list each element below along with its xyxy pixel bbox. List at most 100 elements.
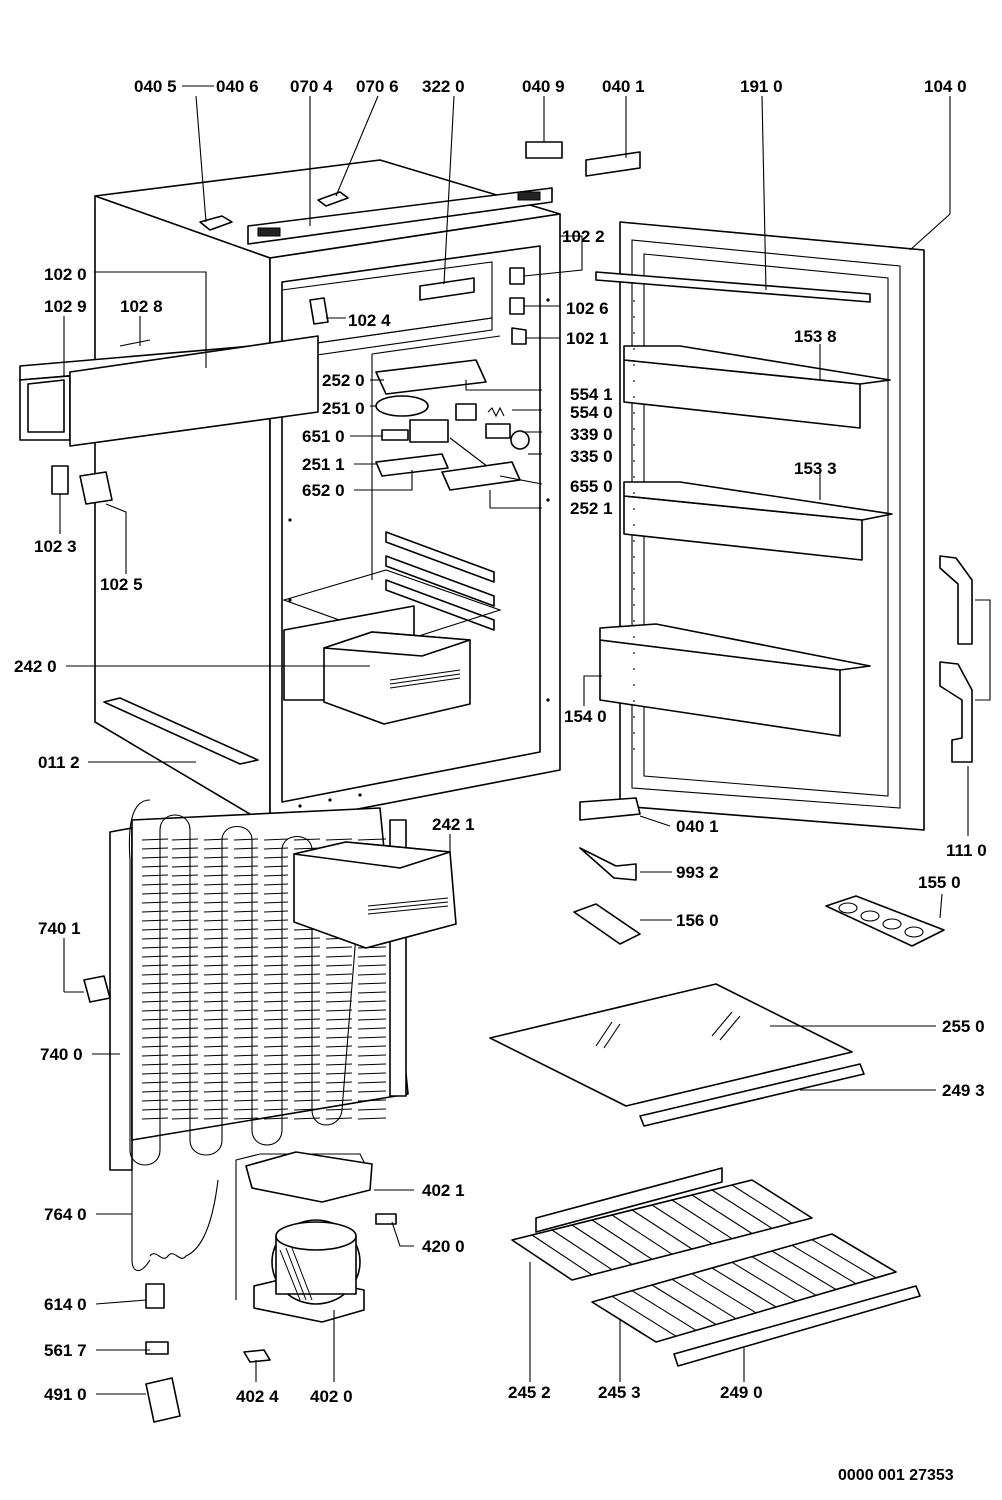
label-554-0: 554 0 xyxy=(570,403,613,422)
label-242-0: 242 0 xyxy=(14,657,57,676)
clip-740-1 xyxy=(83,975,111,1003)
label-764-0: 764 0 xyxy=(44,1205,87,1224)
label-255-0: 255 0 xyxy=(942,1017,985,1036)
label-040-1-bottom: 040 1 xyxy=(676,817,719,836)
cap-102-5 xyxy=(79,471,113,505)
glass-shelf-255-0 xyxy=(489,983,853,1107)
label-111-0: 111 0 xyxy=(946,841,987,860)
label-102-4: 102 4 xyxy=(348,311,391,330)
bracket-040-9 xyxy=(525,141,563,159)
housing-252-0 xyxy=(375,359,487,395)
key-993-2 xyxy=(579,847,637,881)
cover-491-0 xyxy=(145,1377,181,1423)
fitting-102-2 xyxy=(509,267,525,285)
clip-102-4 xyxy=(309,297,329,325)
label-040-5: 040 5 xyxy=(134,77,177,96)
label-491-0: 491 0 xyxy=(44,1385,87,1404)
label-040-6: 040 6 xyxy=(216,77,259,96)
label-191-0: 191 0 xyxy=(740,77,783,96)
fitting-102-1 xyxy=(511,327,527,345)
document-reference: 0000 001 27353 xyxy=(838,1467,954,1484)
label-252-0: 252 0 xyxy=(322,371,365,390)
label-740-0: 740 0 xyxy=(40,1045,83,1064)
label-402-4: 402 4 xyxy=(236,1387,279,1406)
part-labels: 040 5 040 6 070 4 070 6 322 0 040 9 040 … xyxy=(14,77,987,1484)
spring-554-0 xyxy=(487,406,505,418)
clip-402-4 xyxy=(243,1349,271,1363)
label-652-0: 652 0 xyxy=(302,481,345,500)
door xyxy=(595,221,925,831)
knob-335-0 xyxy=(510,430,530,450)
bracket-322-0 xyxy=(419,277,475,301)
shelf-trim-249-0 xyxy=(673,1285,921,1367)
label-102-2: 102 2 xyxy=(562,227,605,246)
label-251-0: 251 0 xyxy=(322,399,365,418)
switch-554-1 xyxy=(455,403,477,421)
crisper-242-1 xyxy=(293,841,457,949)
label-402-1: 402 1 xyxy=(422,1181,465,1200)
label-614-0: 614 0 xyxy=(44,1295,87,1314)
label-102-0: 102 0 xyxy=(44,265,87,284)
label-102-5: 102 5 xyxy=(100,575,143,594)
label-251-1: 251 1 xyxy=(302,455,345,474)
lamp-651-0 xyxy=(381,429,409,441)
crisper-242-0 xyxy=(323,631,471,725)
egg-tray-155-0 xyxy=(825,895,945,947)
hinge-040-1-bottom xyxy=(579,797,641,821)
label-011-2: 011 2 xyxy=(38,753,80,772)
label-153-3: 153 3 xyxy=(794,459,837,478)
label-070-4: 070 4 xyxy=(290,77,333,96)
cover-251-0 xyxy=(375,395,429,417)
label-651-0: 651 0 xyxy=(302,427,345,446)
label-402-0: 402 0 xyxy=(310,1387,353,1406)
thermostat-339-0 xyxy=(485,423,511,439)
label-102-6: 102 6 xyxy=(566,299,609,318)
label-249-3: 249 3 xyxy=(942,1081,985,1100)
label-561-7: 561 7 xyxy=(44,1341,87,1360)
socket-block xyxy=(409,419,449,443)
label-993-2: 993 2 xyxy=(676,863,719,882)
clip-102-3 xyxy=(51,465,69,495)
label-245-2: 245 2 xyxy=(508,1383,551,1402)
lamp-cover-251-1 xyxy=(375,453,449,477)
label-252-1: 252 1 xyxy=(570,499,613,518)
cover-102-0 xyxy=(19,335,319,447)
label-154-0: 154 0 xyxy=(564,707,607,726)
label-156-0: 156 0 xyxy=(676,911,719,930)
bracket-040-5 xyxy=(199,215,233,231)
relay-420-0 xyxy=(375,1213,397,1225)
clip-561-7 xyxy=(145,1341,169,1355)
leader-lines xyxy=(59,85,951,1395)
tray-402-1 xyxy=(245,1151,373,1203)
label-242-1: 242 1 xyxy=(432,815,475,834)
label-102-8: 102 8 xyxy=(120,297,163,316)
label-249-0: 249 0 xyxy=(720,1383,763,1402)
label-740-1: 740 1 xyxy=(38,919,81,938)
label-153-8: 153 8 xyxy=(794,327,837,346)
fitting-102-6 xyxy=(509,297,525,315)
shelf-trim-249-3 xyxy=(639,1063,865,1127)
label-655-0: 655 0 xyxy=(570,477,613,496)
label-335-0: 335 0 xyxy=(570,447,613,466)
label-322-0: 322 0 xyxy=(422,77,465,96)
label-245-3: 245 3 xyxy=(598,1383,641,1402)
dryer-764-0 xyxy=(131,1170,219,1272)
label-102-3: 102 3 xyxy=(34,537,77,556)
ice-tray-156-0 xyxy=(573,903,641,945)
label-040-1-top: 040 1 xyxy=(602,77,645,96)
label-155-0: 155 0 xyxy=(918,873,961,892)
bracket-614-0 xyxy=(145,1283,165,1309)
label-554-1: 554 1 xyxy=(570,385,613,404)
label-102-9: 102 9 xyxy=(44,297,87,316)
handle-111-0 xyxy=(939,555,991,836)
hinge-040-1-top xyxy=(585,151,641,177)
label-339-0: 339 0 xyxy=(570,425,613,444)
label-070-6: 070 6 xyxy=(356,77,399,96)
label-104-0: 104 0 xyxy=(924,77,967,96)
bracket-070-6 xyxy=(317,191,349,207)
label-040-9: 040 9 xyxy=(522,77,565,96)
label-420-0: 420 0 xyxy=(422,1237,465,1256)
label-102-1: 102 1 xyxy=(566,329,609,348)
compressor-402-0 xyxy=(235,1153,367,1323)
